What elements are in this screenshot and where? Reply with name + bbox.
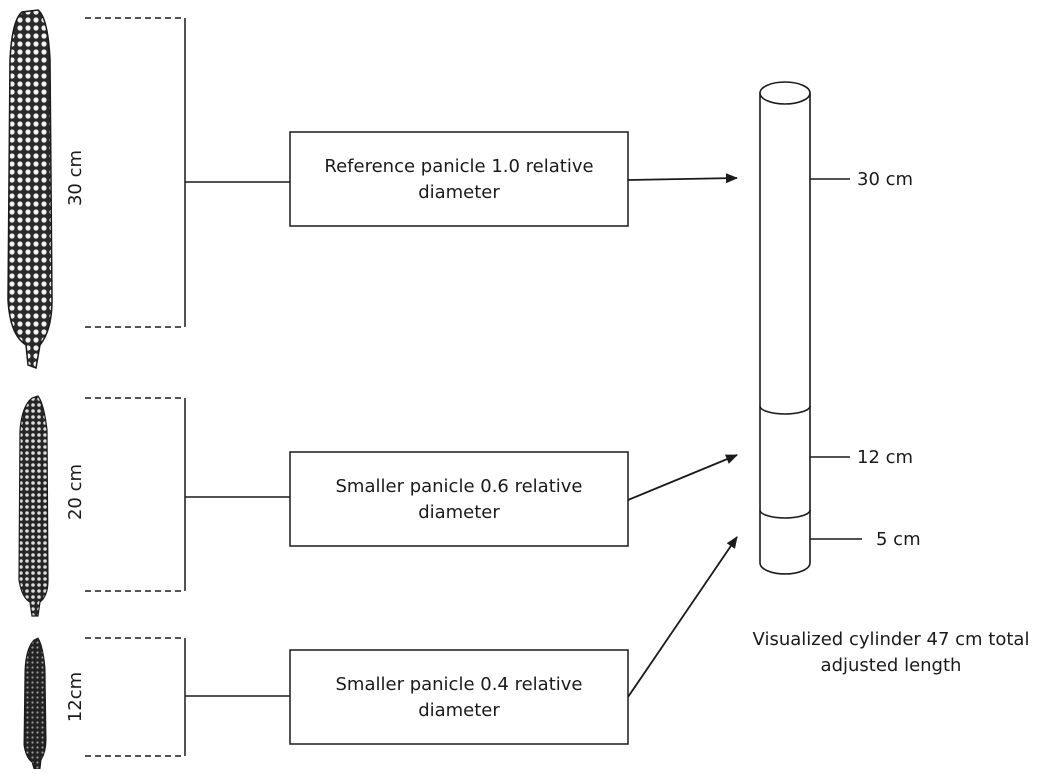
cylinder-mark-label: 5 cm — [876, 529, 921, 550]
cylinder-body — [759, 93, 811, 575]
panicle-box-line1: Reference panicle 1.0 relative — [324, 156, 593, 177]
panicle-row-reference: 30 cm Reference panicle 1.0 relative dia… — [65, 17, 738, 328]
panicle-box-line2: diameter — [418, 502, 500, 523]
panicle-box-line2: diameter — [418, 182, 500, 203]
panicle-box — [289, 451, 629, 547]
size-label: 20 cm — [65, 464, 86, 520]
panicle-illustration-large — [7, 9, 53, 370]
cylinder-segment-divider-lower — [759, 509, 811, 519]
cylinder-top — [759, 81, 811, 105]
panicle-box-line1: Smaller panicle 0.4 relative — [336, 674, 583, 695]
arrow-to-cylinder — [627, 454, 738, 501]
size-label: 12cm — [65, 672, 86, 722]
cylinder-mark-label: 30 cm — [857, 169, 913, 190]
panicle-box-line1: Smaller panicle 0.6 relative — [336, 476, 583, 497]
arrow-to-cylinder — [627, 536, 738, 698]
panicle-box — [289, 649, 629, 745]
panicle-illustration-small — [23, 637, 47, 770]
visualized-cylinder: 30 cm 12 cm 5 cm — [759, 81, 921, 575]
panicle-row-medium: 20 cm Smaller panicle 0.6 relative diame… — [65, 397, 738, 592]
cylinder-caption-line1: Visualized cylinder 47 cm total — [753, 629, 1030, 650]
panicle-box-line2: diameter — [418, 700, 500, 721]
panicle-box — [289, 131, 629, 227]
size-label: 30 cm — [65, 150, 86, 206]
cylinder-mark-label: 12 cm — [857, 447, 913, 468]
panicle-illustration-medium — [18, 395, 49, 617]
arrow-to-cylinder — [627, 173, 738, 184]
panicle-row-small: 12cm Smaller panicle 0.4 relative diamet… — [65, 536, 738, 757]
cylinder-segment-divider-upper — [759, 405, 811, 415]
cylinder-caption-line2: adjusted length — [821, 655, 962, 676]
